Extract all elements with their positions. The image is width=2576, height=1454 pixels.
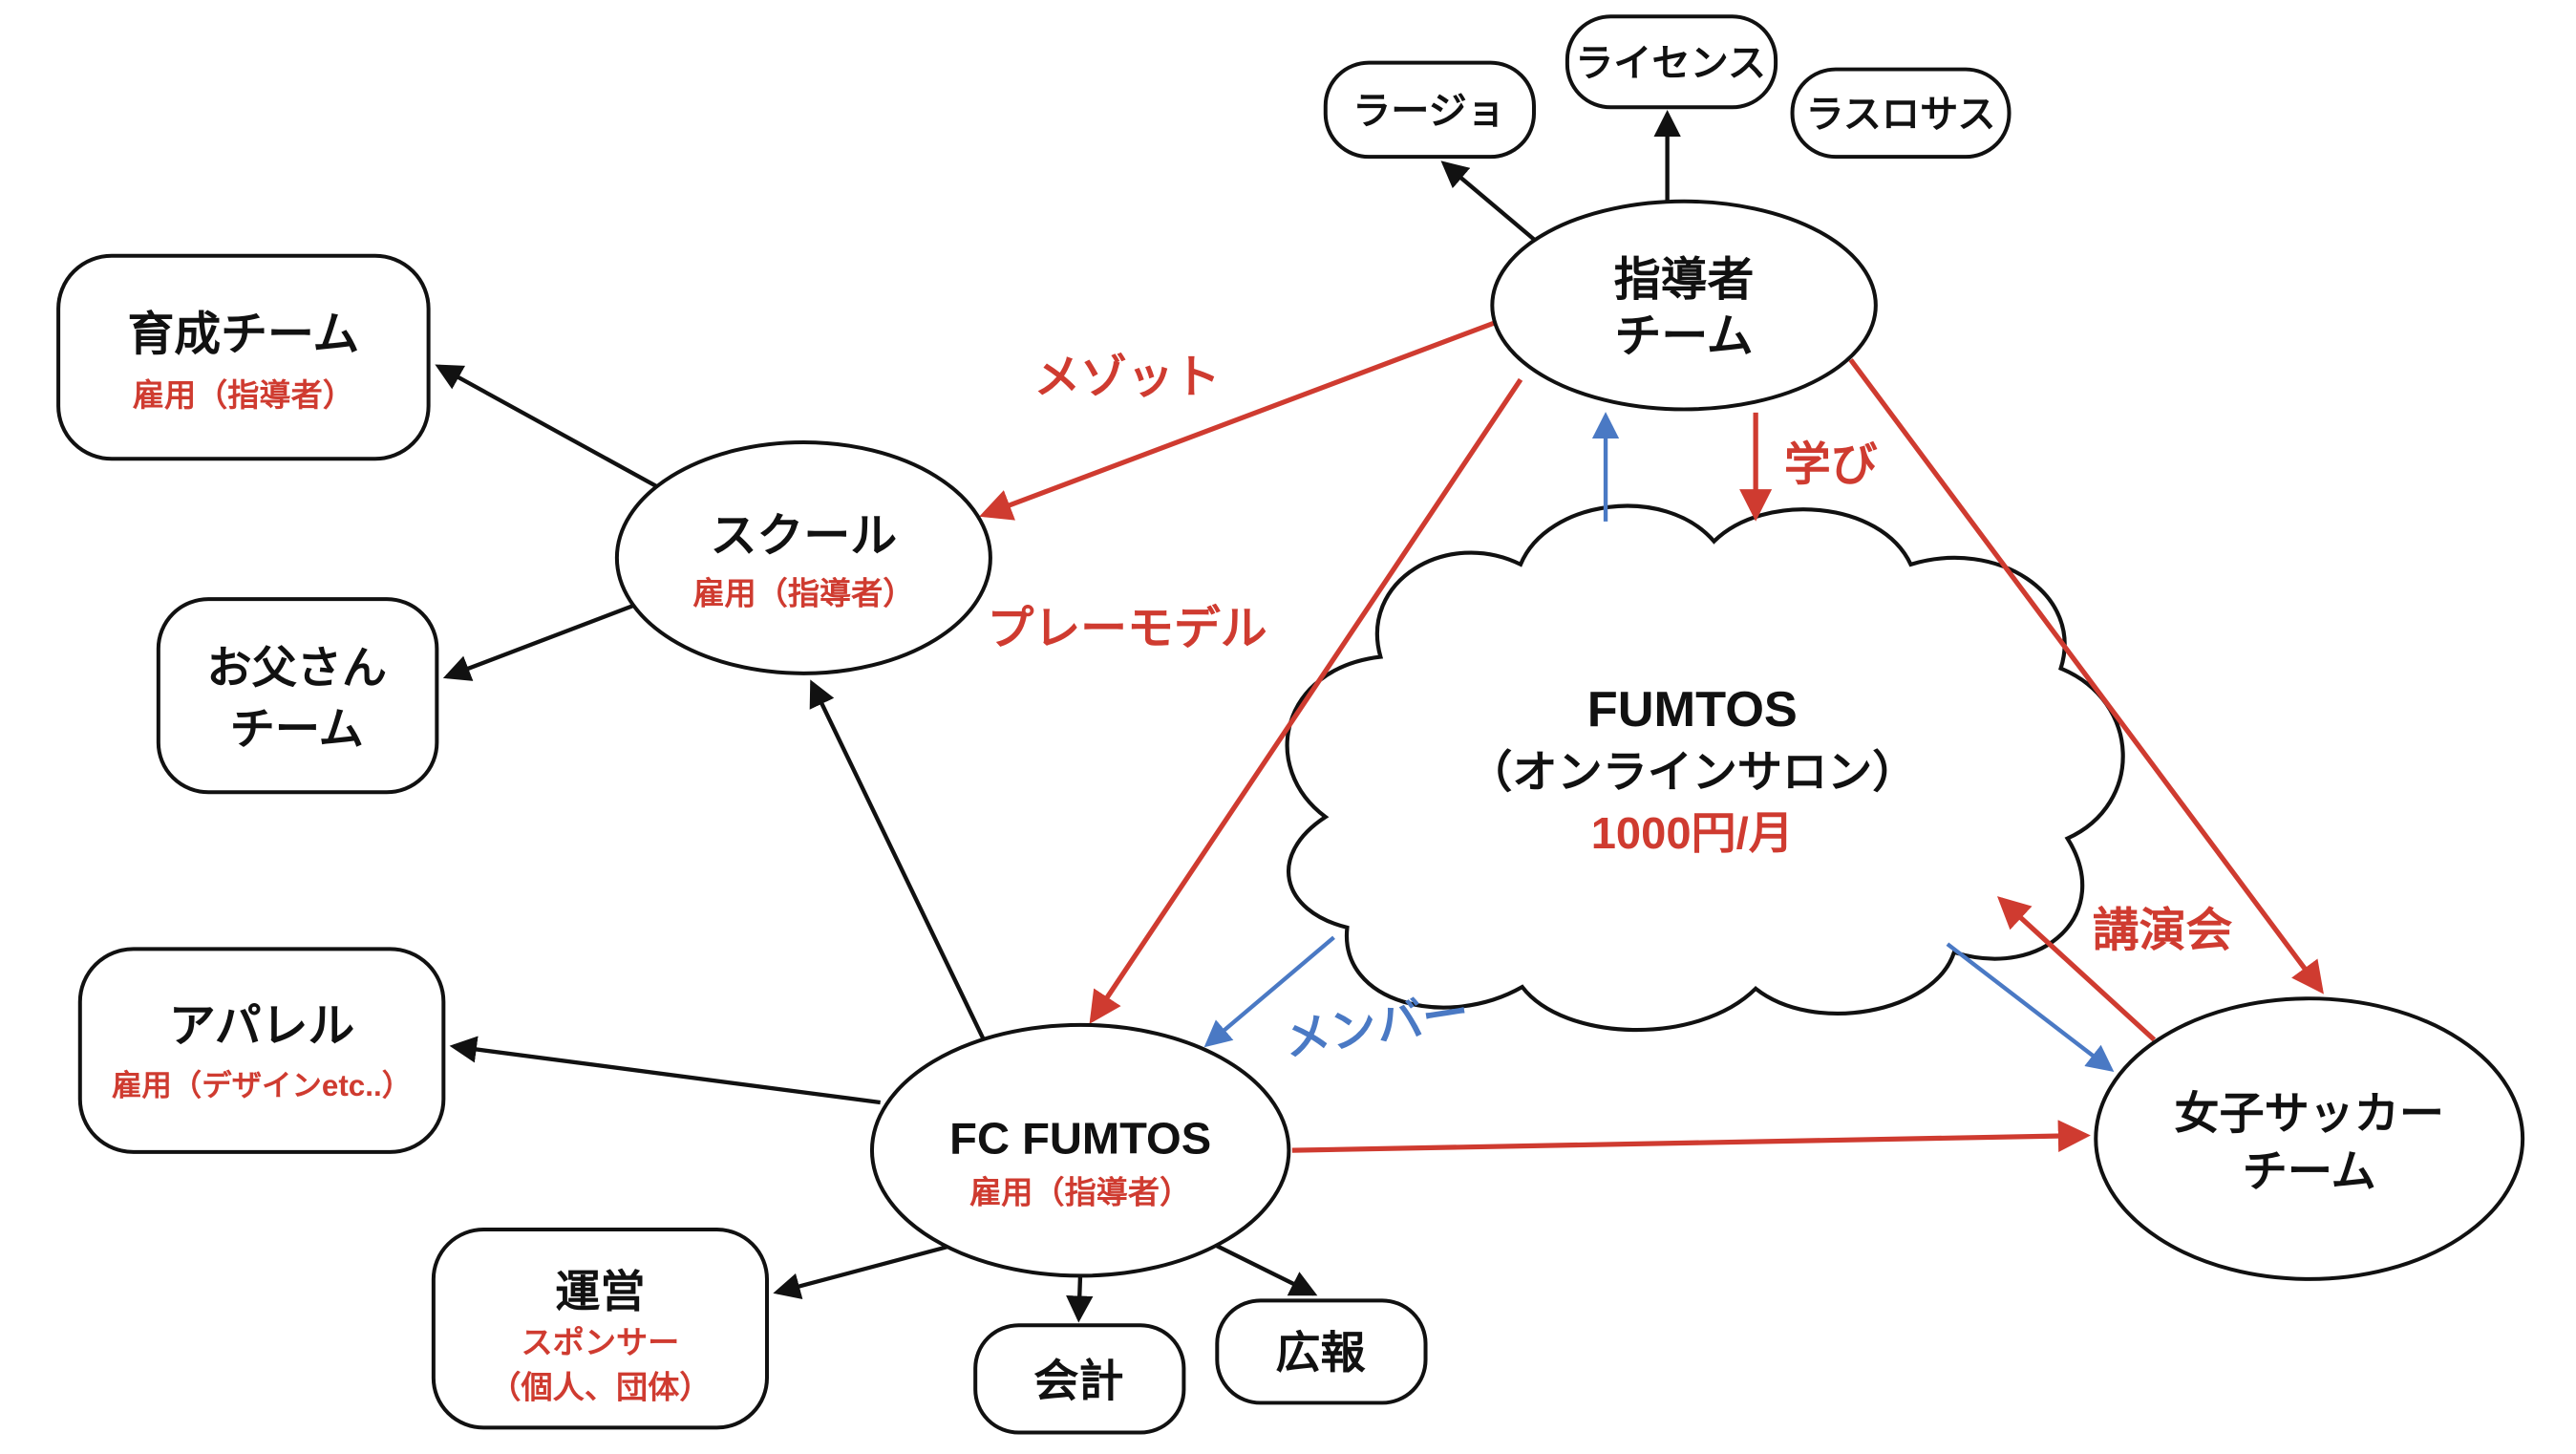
accounting-label: 会計 bbox=[1033, 1357, 1123, 1406]
edge-fc-fumtos-to-school bbox=[809, 679, 986, 1041]
apparel-sublabel: 雇用（デザインetc..） bbox=[112, 1068, 412, 1102]
pr-label: 広報 bbox=[1275, 1328, 1365, 1378]
edge-leader-team-to-womens-team bbox=[1848, 358, 2324, 994]
license-label: ライセンス bbox=[1575, 43, 1766, 85]
edge-label-member: メンバー bbox=[1280, 987, 1473, 1066]
edge-leader-team-to-rayo bbox=[1440, 160, 1536, 242]
las-rozas-box bbox=[1790, 67, 2012, 160]
fumtos-salon-price: 1000円/月 bbox=[1591, 808, 1794, 858]
node-operations: 運営 スポンサー （個人、団体） bbox=[431, 1228, 769, 1430]
edge-fc-fumtos-to-apparel bbox=[449, 1036, 881, 1105]
fc-fumtos-sublabel: 雇用（指導者） bbox=[969, 1175, 1191, 1210]
edge-salon-to-fc-fumtos-member bbox=[1203, 935, 1335, 1048]
dads-team-label-line1: お父さん bbox=[206, 643, 386, 693]
school-ellipse bbox=[614, 440, 992, 675]
node-license: ライセンス bbox=[1565, 14, 1778, 110]
edge-fc-fumtos-to-accounting bbox=[1066, 1271, 1094, 1323]
youth-team-label: 育成チーム bbox=[127, 309, 359, 360]
operations-sublabel-line1: スポンサー bbox=[522, 1325, 680, 1360]
node-fc-fumtos: FC FUMTOS 雇用（指導者） bbox=[869, 1022, 1291, 1278]
edge-leader-team-to-fc-fumtos-play-model bbox=[1089, 377, 1523, 1024]
las-rozas-label: ラスロサス bbox=[1805, 94, 1995, 136]
youth-team-sublabel: 雇用（指導者） bbox=[133, 377, 354, 413]
school-label: スクール bbox=[711, 510, 897, 562]
rayo-box bbox=[1323, 60, 1536, 160]
nodes-layer: ラージョ ライセンス ラスロサス 指導者 チーム 育成チーム 雇用（指導者） ス… bbox=[56, 14, 2525, 1435]
pr-box bbox=[1215, 1298, 1428, 1405]
edge-womens-team-to-salon-lecture bbox=[1997, 896, 2157, 1042]
dads-team-box bbox=[156, 597, 439, 795]
node-leader-team: 指導者 チーム bbox=[1490, 199, 1878, 412]
edge-fc-fumtos-to-operations bbox=[773, 1244, 951, 1300]
edge-label-learning: 学び bbox=[1784, 439, 1878, 491]
leader-team-ellipse bbox=[1490, 199, 1878, 412]
school-sublabel: 雇用（指導者） bbox=[692, 575, 914, 610]
edge-leader-team-to-school-method bbox=[979, 319, 1499, 521]
apparel-label: アパレル bbox=[169, 1000, 354, 1052]
edge-label-lecture: 講演会 bbox=[2093, 905, 2233, 956]
fumtos-salon-title: FUMTOS bbox=[1587, 682, 1798, 738]
fc-fumtos-label: FC FUMTOS bbox=[949, 1114, 1211, 1164]
node-rayo: ラージョ bbox=[1323, 60, 1536, 160]
edges-layer bbox=[435, 109, 2324, 1323]
edge-school-to-youth-team bbox=[435, 364, 665, 492]
node-dads-team: お父さん チーム bbox=[156, 597, 439, 795]
license-box bbox=[1565, 14, 1778, 110]
apparel-box bbox=[77, 947, 446, 1154]
youth-team-box bbox=[56, 253, 431, 461]
womens-team-ellipse bbox=[2094, 996, 2525, 1281]
leader-team-label-line1: 指導者 bbox=[1614, 254, 1755, 306]
node-las-rozas: ラスロサス bbox=[1790, 67, 2012, 160]
edge-school-to-dads-team bbox=[442, 600, 643, 681]
leader-team-label-line2: チーム bbox=[1615, 310, 1754, 362]
womens-team-label-line1: 女子サッカー bbox=[2174, 1089, 2444, 1139]
edge-label-method: メゾット bbox=[1033, 352, 1220, 403]
node-accounting: 会計 bbox=[973, 1323, 1186, 1435]
node-womens-soccer-team: 女子サッカー チーム bbox=[2094, 996, 2525, 1281]
operations-sublabel-line2: （個人、団体） bbox=[489, 1369, 711, 1404]
rayo-label: ラージョ bbox=[1352, 91, 1505, 133]
node-youth-team: 育成チーム 雇用（指導者） bbox=[56, 253, 431, 461]
node-school: スクール 雇用（指導者） bbox=[614, 440, 992, 675]
node-apparel: アパレル 雇用（デザインetc..） bbox=[77, 947, 446, 1154]
node-fumtos-online-salon: FUMTOS （オンラインサロン） 1000円/月 bbox=[1285, 503, 2125, 1033]
node-pr: 広報 bbox=[1215, 1298, 1428, 1405]
fumtos-salon-subtitle: （オンラインサロン） bbox=[1467, 747, 1917, 797]
cloud-shape bbox=[1285, 503, 2125, 1033]
accounting-box bbox=[973, 1323, 1186, 1435]
edge-fc-fumtos-to-womens-team bbox=[1291, 1120, 2091, 1153]
operations-box bbox=[431, 1228, 769, 1430]
edge-label-play-model: プレーモデル bbox=[987, 602, 1267, 654]
womens-team-label-line2: チーム bbox=[2243, 1146, 2376, 1196]
fc-fumtos-ellipse bbox=[869, 1022, 1291, 1278]
dads-team-label-line2: チーム bbox=[230, 704, 364, 754]
operations-label: 運営 bbox=[555, 1267, 645, 1316]
edge-salon-to-womens-team bbox=[1946, 942, 2115, 1073]
